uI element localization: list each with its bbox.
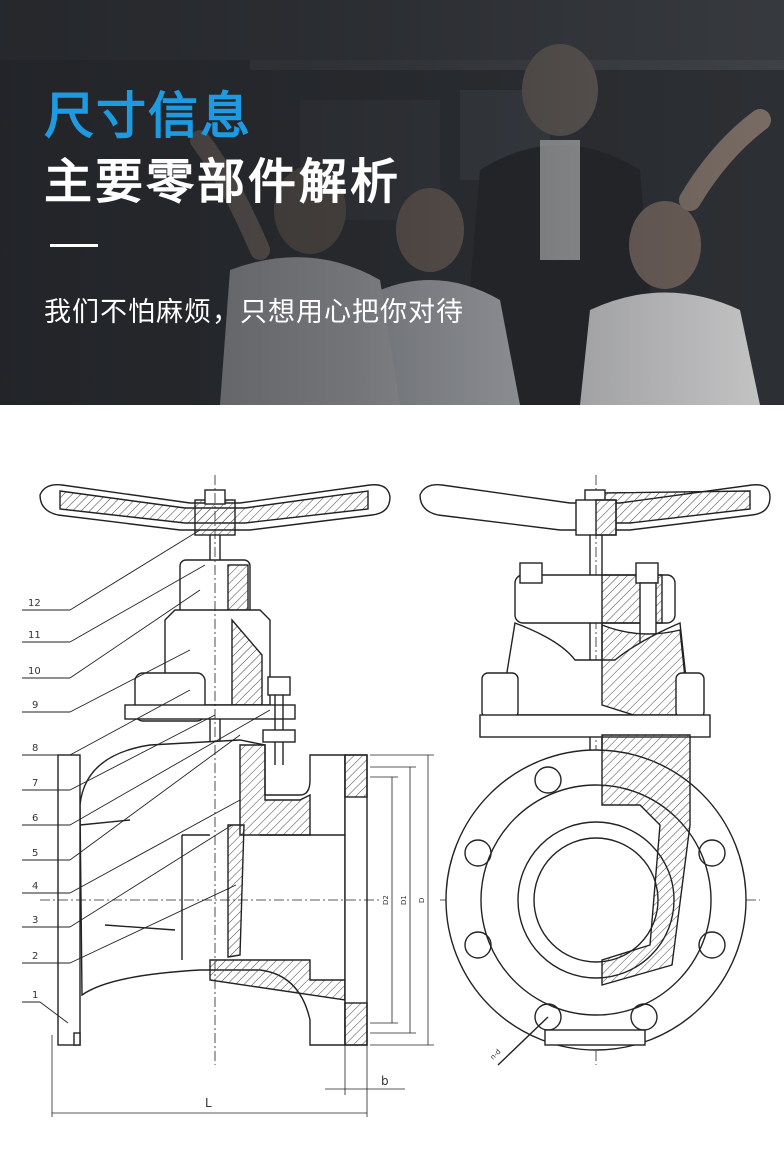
title-divider xyxy=(50,244,98,247)
part-number: 10 xyxy=(28,666,41,677)
part-number: 9 xyxy=(32,700,38,711)
part-leaders xyxy=(22,529,271,1024)
title-primary: 尺寸信息 xyxy=(44,87,252,145)
part-number-labels: 12 11 10 9 8 7 6 5 4 3 2 1 xyxy=(28,598,41,1001)
dimension-lines xyxy=(51,754,434,1117)
dim-thickness-label: b xyxy=(381,1074,389,1088)
header-banner: 尺寸信息 主要零部件解析 我们不怕麻烦，只想用心把你对待 xyxy=(0,0,784,405)
part-number: 12 xyxy=(28,598,41,609)
part-number: 8 xyxy=(32,743,38,754)
part-number: 1 xyxy=(32,990,38,1001)
banner-overlay xyxy=(0,0,784,405)
dimension-labels: L b D2 D1 D xyxy=(205,895,426,1110)
front-view xyxy=(419,484,771,1066)
part-number: 4 xyxy=(32,881,38,892)
dim-d1-label: D1 xyxy=(400,895,408,905)
part-number: 11 xyxy=(28,630,41,641)
part-number: 5 xyxy=(32,848,38,859)
part-number: 2 xyxy=(32,951,38,962)
part-number: 7 xyxy=(32,778,38,789)
part-number: 6 xyxy=(32,813,38,824)
dim-d2-label: D2 xyxy=(382,895,390,905)
tagline: 我们不怕麻烦，只想用心把你对待 xyxy=(44,297,464,328)
title-secondary: 主要零部件解析 xyxy=(44,154,402,210)
dim-bolt-holes-label: n-d xyxy=(489,1048,503,1062)
gate-valve-technical-drawing: 12 11 10 9 8 7 6 5 4 3 2 1 L b D2 D1 D xyxy=(22,475,771,1117)
dim-d-label: D xyxy=(418,898,426,903)
part-number: 3 xyxy=(32,915,38,926)
dim-length-label: L xyxy=(205,1096,212,1110)
